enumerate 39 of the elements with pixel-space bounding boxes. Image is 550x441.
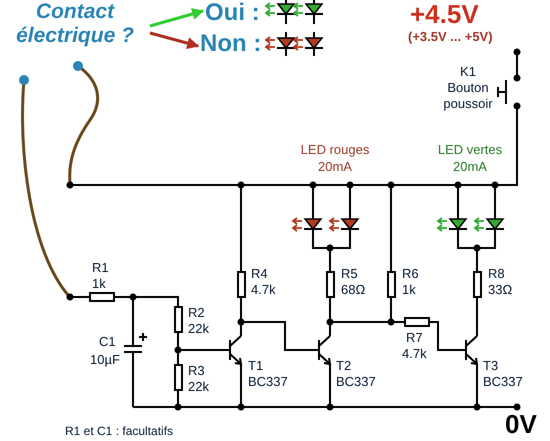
arrow (150, 32, 200, 49)
component-label: R2 (188, 305, 205, 321)
component-value: 4.7k (251, 282, 276, 298)
component-value: 33Ω (488, 282, 512, 298)
component-value: 68Ω (341, 282, 366, 298)
component-value: 10µF (90, 352, 120, 368)
led-group-label: LED vertes (436, 142, 504, 158)
component-label: R3 (188, 363, 205, 379)
component-label: C1 (99, 334, 116, 350)
no-label: Non : (200, 31, 268, 57)
arrow (150, 8, 204, 28)
component-label: K1 (459, 64, 477, 80)
question-text: Contact électrique ? (0, 0, 150, 48)
current-label: 20mA (317, 159, 353, 175)
component-label: R8 (488, 266, 505, 282)
component-value: BC337 (336, 374, 376, 390)
component-value: 22k (188, 321, 209, 337)
voltage-label: +4.5V (410, 0, 479, 29)
component-value: BC337 (483, 374, 523, 390)
ground-label: 0V (505, 410, 537, 439)
component-value: 22k (188, 379, 209, 395)
component-value: 1k (402, 282, 416, 298)
component-label: T1 (248, 358, 264, 374)
note: R1 et C1 : facultatifs (65, 424, 174, 439)
component-label: R7 (406, 330, 423, 346)
component-label: Bouton poussoir (442, 80, 494, 112)
component-value: 4.7k (402, 346, 427, 362)
component-value: 1k (92, 276, 106, 292)
component-label: R1 (92, 260, 109, 276)
voltage-range-label: (+3.5V ... +5V) (408, 29, 493, 45)
component-label: R6 (402, 266, 419, 282)
yes-label: Oui : (205, 0, 267, 26)
current-label: 20mA (452, 159, 488, 175)
component-label: T3 (483, 358, 498, 374)
led-group-label: LED rouges (300, 142, 370, 158)
component-label: R5 (341, 266, 358, 282)
component-label: T2 (336, 358, 352, 374)
component-value: BC337 (248, 374, 288, 390)
component-label: R4 (251, 266, 268, 282)
